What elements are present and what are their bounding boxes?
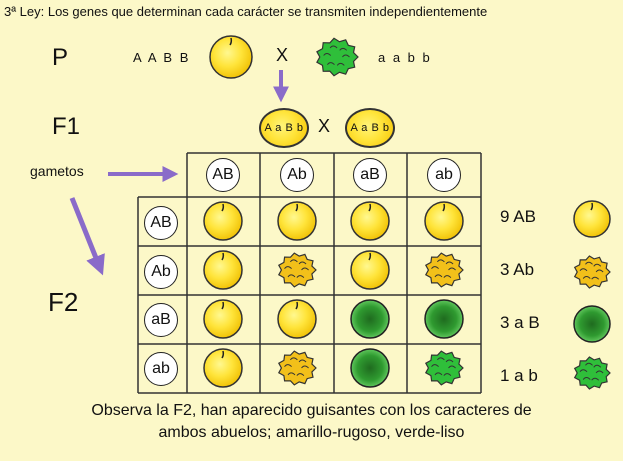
result-label-1: 9 AB xyxy=(500,207,536,226)
caption: Observa la F2, han aparecido guisantes c… xyxy=(0,400,623,444)
grid-pea-3-4 xyxy=(424,299,464,339)
gamete-left-1: AB xyxy=(144,206,178,240)
gamete-top-2: Ab xyxy=(280,158,314,192)
grid-pea-3-2 xyxy=(277,299,317,339)
grid-pea-2-3 xyxy=(350,250,390,290)
grid-pea-1-1 xyxy=(203,201,243,241)
result-label-2: 3 Ab xyxy=(500,260,535,279)
caption-line-2: ambos abuelos; amarillo-rugoso, verde-li… xyxy=(158,424,465,441)
gamete-left-4: ab xyxy=(144,352,178,386)
result-pea-1 xyxy=(573,200,611,238)
result-pea-4 xyxy=(573,356,611,390)
generation-f2-label: F2 xyxy=(48,287,79,317)
gametes-label: gametos xyxy=(30,163,84,179)
result-pea-2 xyxy=(573,255,611,289)
f1-cross-sign: X xyxy=(318,116,331,136)
f1-left-pea: A a B b xyxy=(259,108,309,148)
parent-left-genotype: A A B B xyxy=(133,50,191,65)
gamete-top-1: AB xyxy=(206,158,240,192)
result-pea-3 xyxy=(573,305,611,343)
caption-line-1: Observa la F2, han aparecido guisantes c… xyxy=(91,402,532,419)
diagonal-arrow xyxy=(69,197,105,276)
f1-left-genotype: A a B b xyxy=(264,122,304,134)
f1-right-pea: A a B b xyxy=(345,108,395,148)
grid-pea-2-2 xyxy=(277,252,317,288)
gamete-top-3: aB xyxy=(353,158,387,192)
grid-pea-4-1 xyxy=(203,348,243,388)
result-label-4: 1 a b xyxy=(500,366,538,385)
parent-green-wrinkled-pea xyxy=(316,37,359,77)
grid-pea-3-1 xyxy=(203,299,243,339)
gamete-left-2: Ab xyxy=(144,255,178,289)
parent-cross-sign: X xyxy=(276,45,289,65)
generation-f1-label: F1 xyxy=(52,113,81,140)
grid-pea-1-3 xyxy=(350,201,390,241)
parent-yellow-pea xyxy=(209,35,253,79)
grid-pea-1-2 xyxy=(277,201,317,241)
grid-pea-4-2 xyxy=(277,350,317,386)
grid-pea-4-3 xyxy=(350,348,390,388)
grid-pea-3-3 xyxy=(350,299,390,339)
f1-right-genotype: A a B b xyxy=(350,122,390,134)
result-label-3: 3 a B xyxy=(500,313,540,332)
grid-pea-2-4 xyxy=(424,252,464,288)
generation-p-label: P xyxy=(52,44,69,71)
grid-pea-1-4 xyxy=(424,201,464,241)
gamete-top-4: ab xyxy=(427,158,461,192)
grid-pea-2-1 xyxy=(203,250,243,290)
grid-pea-4-4 xyxy=(424,350,464,386)
parent-right-genotype: a a b b xyxy=(378,50,432,65)
page-title: 3ª Ley: Los genes que determinan cada ca… xyxy=(4,4,488,19)
gamete-left-3: aB xyxy=(144,303,178,337)
